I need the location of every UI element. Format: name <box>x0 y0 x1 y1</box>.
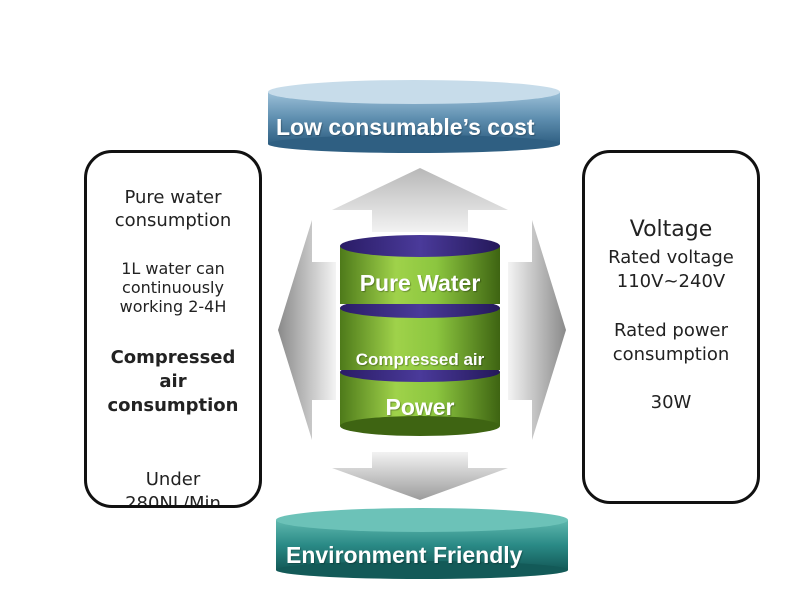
cylinder-label-pure-water: Pure Water <box>359 270 481 296</box>
right-info-box: Voltage Rated voltage 110V~240V Rated po… <box>582 150 760 504</box>
left-detail-line1: 1L water can <box>121 259 225 278</box>
right-line4: consumption <box>612 344 730 365</box>
right-line3: Rated power <box>613 320 729 341</box>
top-banner <box>268 80 560 153</box>
right-arrow <box>508 220 566 440</box>
left-heading1-line2: consumption <box>114 210 232 231</box>
left-info-box: Pure water consumption 1L water can cont… <box>84 150 262 508</box>
left-detail-line2: continuously <box>122 278 224 297</box>
right-title: Voltage <box>629 217 713 242</box>
left-heading2-line3: consumption <box>107 395 239 416</box>
down-arrow <box>332 452 508 500</box>
top-banner-label: Low consumable’s cost <box>276 114 535 140</box>
left-value-line2: 280NL/Min <box>125 493 221 508</box>
right-line2: 110V~240V <box>616 271 726 292</box>
cylinder-label-compressed-air: Compressed air <box>355 350 485 369</box>
bottom-banner <box>276 508 568 579</box>
cylinder-label-power: Power <box>385 394 455 420</box>
left-arrow <box>278 220 336 440</box>
bottom-banner-label: Environment Friendly <box>286 542 523 568</box>
right-value: 30W <box>650 392 692 413</box>
center-cylinder <box>340 235 500 436</box>
right-line1: Rated voltage <box>608 247 734 268</box>
left-value-line1: Under <box>145 469 201 490</box>
left-heading2-line1: Compressed <box>110 347 236 368</box>
left-detail-line3: working 2-4H <box>119 297 227 316</box>
up-arrow <box>332 168 508 232</box>
left-heading1-line1: Pure water <box>124 187 222 208</box>
left-heading2-line2: air <box>159 371 187 392</box>
